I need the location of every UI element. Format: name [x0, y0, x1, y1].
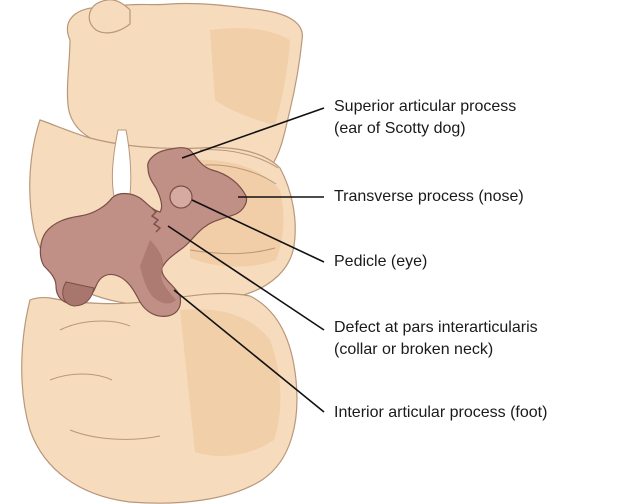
label-pedicle-line1: Pedicle (eye) [334, 251, 427, 273]
spinous-process-top [89, 0, 130, 33]
label-defect-line2: (collar or broken neck) [334, 339, 538, 361]
label-transverse-process-line1: Transverse process (nose) [334, 186, 524, 208]
label-transverse-process: Transverse process (nose) [334, 186, 524, 208]
label-inferior-articular-process-line1: Interior articular process (foot) [334, 402, 547, 424]
label-defect: Defect at pars interarticularis (collar … [334, 317, 538, 361]
label-pedicle: Pedicle (eye) [334, 251, 427, 273]
label-superior-articular-process-line1: Superior articular process [334, 96, 516, 118]
label-superior-articular-process: Superior articular process (ear of Scott… [334, 96, 516, 140]
label-defect-line1: Defect at pars interarticularis [334, 317, 538, 339]
label-superior-articular-process-line2: (ear of Scotty dog) [334, 118, 516, 140]
pedicle-eye [170, 186, 192, 208]
label-inferior-articular-process: Interior articular process (foot) [334, 402, 547, 424]
